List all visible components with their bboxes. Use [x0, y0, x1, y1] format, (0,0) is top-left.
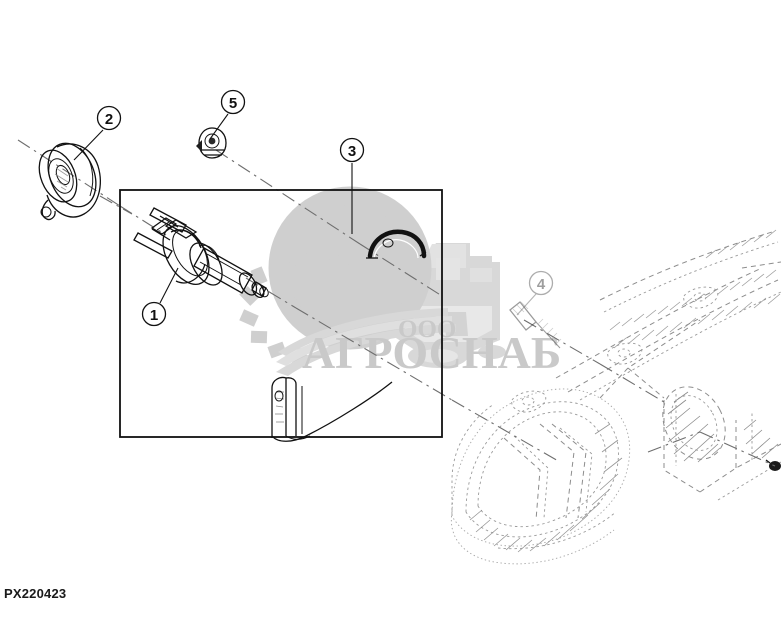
field-rows-graphic: [276, 308, 456, 376]
mounting-boss-left: [511, 390, 547, 413]
watermark-ooo: ООО: [398, 316, 456, 343]
part-3-wire-lead: [366, 229, 427, 259]
watermark-company-name: АГРОСНАБ: [302, 327, 561, 378]
part-4-screw: [509, 301, 562, 349]
leader-2: [73, 129, 104, 161]
callout-5[interactable]: 5: [220, 89, 246, 115]
callout-3-label: 3: [348, 143, 356, 160]
part-1-halogen-bulb: [133, 207, 269, 299]
mounting-boss-upper: [683, 286, 719, 309]
callout-2[interactable]: 2: [96, 105, 122, 131]
callout-1-label: 1: [150, 307, 158, 324]
watermark-agrosnab: ООО АГРОСНАБ: [239, 186, 561, 378]
part-number-label: PX220423: [4, 586, 67, 601]
mounting-boss-lower: [607, 342, 643, 365]
part-5-grommet-nut: [196, 127, 227, 159]
leader-5: [209, 113, 229, 140]
bulb-glass-envelope: [193, 247, 258, 296]
enlarged-detail-frame: [119, 189, 443, 438]
wire-socket-connector: [271, 376, 393, 442]
leader-1: [159, 267, 179, 304]
callout-3[interactable]: 3: [339, 137, 365, 163]
headlight-housing-context: [450, 229, 781, 565]
callout-2-label: 2: [105, 111, 113, 128]
bulb-collar: [189, 242, 223, 286]
callout-1[interactable]: 1: [141, 301, 167, 327]
callout-5-label: 5: [229, 95, 237, 112]
bulb-terminals: [133, 207, 198, 259]
callout-4-label: 4: [537, 276, 546, 293]
callout-4[interactable]: 4: [528, 270, 554, 296]
bulb-tip: [251, 281, 269, 299]
callout-leaders: [73, 113, 537, 316]
leader-4: [516, 293, 537, 316]
part-2-dust-cap: [38, 142, 101, 221]
